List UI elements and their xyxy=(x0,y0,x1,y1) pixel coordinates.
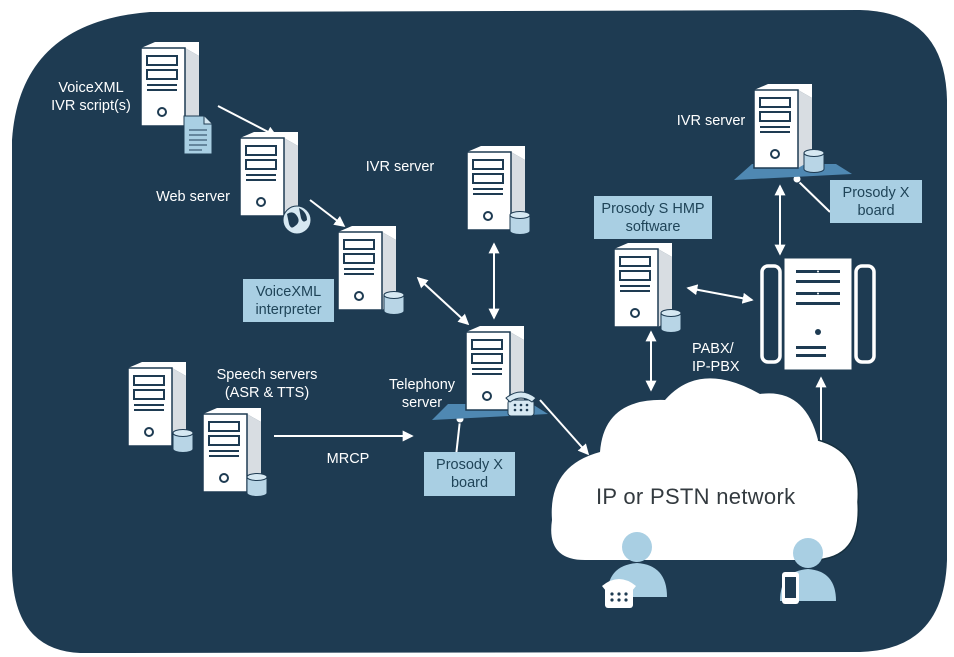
mobile-phone-icon xyxy=(782,572,799,604)
label-prosody-x-board-right: Prosody X board xyxy=(830,180,922,223)
database-icon-speech-2 xyxy=(246,473,268,497)
label-network: IP or PSTN network xyxy=(596,484,796,509)
database-icon-ivr-right xyxy=(803,149,825,173)
database-icon-interpreter xyxy=(383,291,405,315)
label-ivr-server-mid: IVR server xyxy=(365,159,435,175)
label-voicexml-interpreter: VoiceXML interpreter xyxy=(243,279,334,322)
label-pabx: PABX/ IP-PBX xyxy=(692,341,740,375)
arrow-webserver-to-interpreter xyxy=(309,199,346,228)
server-icon-web xyxy=(239,131,299,217)
telephone-icon-user xyxy=(602,579,636,608)
label-telephony-server: Telephony server xyxy=(388,377,456,411)
cloud-outline-shadow xyxy=(811,439,860,561)
database-icon-speech-1 xyxy=(172,429,194,453)
globe-icon xyxy=(282,205,312,235)
arrow-hmp-pabx xyxy=(686,284,754,304)
pointer-board-mid xyxy=(455,419,461,457)
arrow-telephony-to-network xyxy=(539,399,590,456)
arrow-scripts-to-webserver xyxy=(217,105,278,137)
database-icon-ivr-mid xyxy=(509,211,531,235)
connector-lines xyxy=(217,105,831,460)
cloud-icon xyxy=(551,378,859,560)
server-icon-ivr-right xyxy=(753,83,813,169)
label-ivr-server-right: IVR server xyxy=(676,113,746,129)
label-speech-servers: Speech servers (ASR & TTS) xyxy=(216,367,318,401)
label-prosody-s-hmp: Prosody S HMP software xyxy=(594,196,712,239)
arrow-interpreter-telephony xyxy=(416,276,470,326)
telephone-icon-telephony xyxy=(505,391,537,417)
database-icon-hmp xyxy=(660,309,682,333)
pabx-rack-icon xyxy=(760,257,876,371)
server-icon-voicexml-scripts xyxy=(140,41,200,127)
label-mrcp: MRCP xyxy=(326,451,370,467)
label-web-server: Web server xyxy=(156,189,230,205)
pointer-board-right xyxy=(796,179,831,213)
label-prosody-x-board-mid: Prosody X board xyxy=(424,452,515,496)
document-icon xyxy=(183,115,213,155)
label-voicexml-scripts: VoiceXML IVR script(s) xyxy=(51,80,131,114)
